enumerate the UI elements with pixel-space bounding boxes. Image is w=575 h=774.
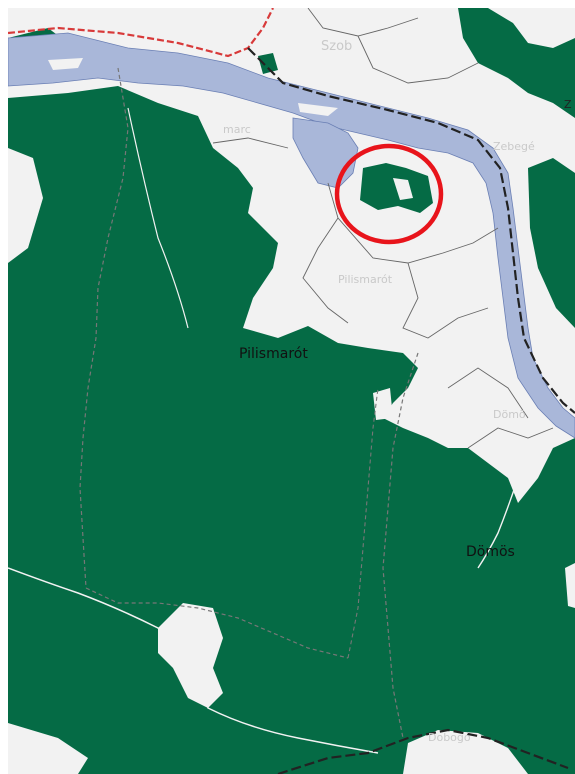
admin-boundary-west xyxy=(79,67,129,589)
national-border xyxy=(8,8,274,58)
label-z-edge: Z xyxy=(564,98,572,111)
label-domos: Dömös xyxy=(466,544,515,560)
river-island-west xyxy=(48,58,83,70)
river-island-center xyxy=(298,103,338,116)
clearing-south-edge xyxy=(8,723,88,774)
forest-main xyxy=(8,86,575,774)
label-marc: marc xyxy=(223,123,251,136)
county-boundary-south xyxy=(277,728,569,774)
county-boundary xyxy=(247,47,575,414)
map-viewport[interactable]: Szob Zebegé Pilismarót Dömö Dobogó marc … xyxy=(8,8,575,774)
label-dobogoko: Dobogó xyxy=(428,731,471,744)
stream-east xyxy=(477,477,519,569)
clearing-small-1 xyxy=(373,388,393,420)
label-zebegeny: Zebegé xyxy=(493,140,535,153)
admin-boundary-inner xyxy=(347,387,379,659)
stream-west xyxy=(8,567,379,754)
admin-boundary-east xyxy=(382,352,419,739)
label-szob: Szob xyxy=(321,39,352,54)
label-pilismarot: Pilismarót xyxy=(239,346,308,362)
admin-boundary-south xyxy=(85,587,349,659)
clearing-southwest xyxy=(158,603,223,708)
forest-near-szob xyxy=(258,53,278,74)
clearing-bottom xyxy=(403,730,528,774)
danube-river xyxy=(8,32,575,439)
admin-lines-north xyxy=(212,8,554,449)
label-pilismarot-faint: Pilismarót xyxy=(338,273,393,286)
stream-north xyxy=(127,107,189,329)
clearing-west xyxy=(8,148,43,263)
forest-northeast xyxy=(458,8,575,118)
clearing-east-small xyxy=(565,563,575,608)
label-domos-faint: Dömö xyxy=(493,408,526,421)
highlight-circle xyxy=(334,143,444,245)
clearing-in-highlight xyxy=(393,178,413,200)
forest-east xyxy=(528,158,575,328)
map-canvas: Szob Zebegé Pilismarót Dömö Dobogó marc … xyxy=(8,8,575,774)
